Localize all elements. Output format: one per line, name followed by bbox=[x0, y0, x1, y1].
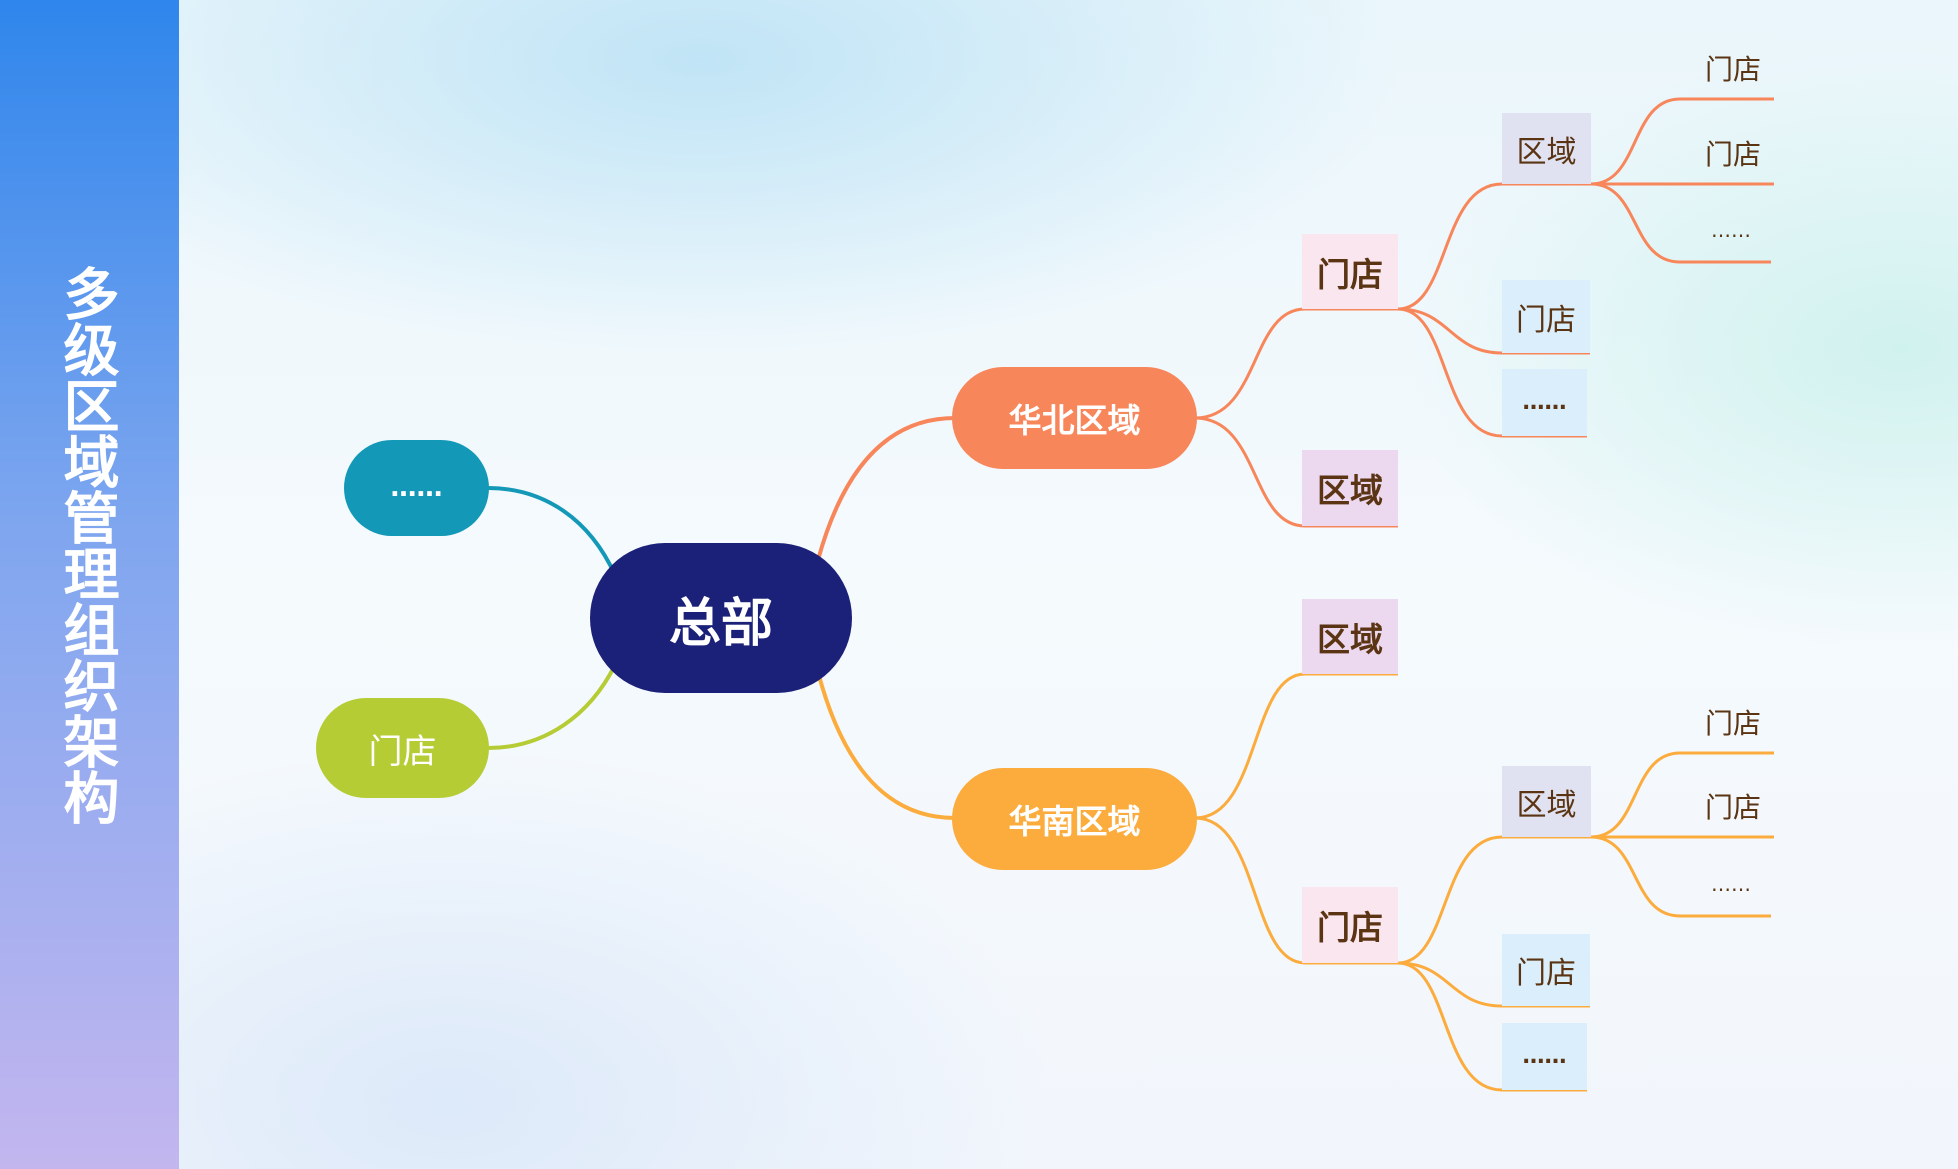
north-region-node[interactable]: 华北区域 bbox=[952, 367, 1197, 469]
connector-north-store bbox=[1194, 307, 1398, 420]
connector-south-leaf-3 bbox=[1590, 835, 1771, 918]
south-region-box-label: 区域 bbox=[1317, 619, 1383, 659]
connector-root-north bbox=[816, 416, 956, 561]
north-store-box-label: 门店 bbox=[1317, 254, 1383, 294]
north-store-box[interactable]: 门店 bbox=[1302, 234, 1398, 309]
connector-south-store-store bbox=[1397, 961, 1590, 1008]
connector-root-left-bottom bbox=[487, 664, 617, 750]
north-leaf-1[interactable]: 门店 bbox=[1704, 53, 1761, 86]
connector-south-store-region bbox=[1397, 835, 1591, 965]
south-sub-more-box[interactable]: …… bbox=[1502, 1023, 1587, 1090]
root-node-label: 总部 bbox=[668, 593, 773, 654]
north-region-box[interactable]: 区域 bbox=[1302, 450, 1398, 526]
north-sub-more-box-label: …… bbox=[1522, 390, 1567, 415]
sidebar-title: 多级区域管理组织架构 bbox=[54, 265, 119, 825]
south-region-node-label: 华南区域 bbox=[1008, 802, 1141, 841]
north-leaf-2[interactable]: 门店 bbox=[1704, 138, 1761, 171]
connector-south-leaf-1 bbox=[1590, 751, 1774, 839]
south-store-box-label: 门店 bbox=[1317, 908, 1383, 947]
south-region-box[interactable]: 区域 bbox=[1302, 599, 1398, 674]
south-leaf-1[interactable]: 门店 bbox=[1704, 707, 1761, 740]
north-sub-region-box-label: 区域 bbox=[1516, 134, 1577, 170]
connector-north-store-more bbox=[1397, 307, 1587, 438]
south-store-box[interactable]: 门店 bbox=[1302, 887, 1398, 963]
left-top-node[interactable]: …… bbox=[344, 440, 489, 536]
connector-north-region bbox=[1194, 416, 1398, 528]
connector-root-south bbox=[816, 671, 956, 820]
left-bottom-node-label: 门店 bbox=[368, 731, 437, 772]
south-sub-more-box-label: …… bbox=[1522, 1044, 1567, 1069]
connector-south-store-more bbox=[1397, 961, 1587, 1092]
north-sub-region-box[interactable]: 区域 bbox=[1502, 113, 1591, 184]
connector-south-region bbox=[1194, 672, 1398, 820]
south-region-node[interactable]: 华南区域 bbox=[952, 768, 1197, 870]
north-leaf-3[interactable]: …… bbox=[1711, 218, 1751, 242]
connector-root-left-top bbox=[487, 486, 617, 576]
connector-north-store-region bbox=[1397, 182, 1591, 311]
root-node[interactable]: 总部 bbox=[590, 543, 852, 693]
north-sub-store-box[interactable]: 门店 bbox=[1502, 280, 1590, 353]
south-leaf-2[interactable]: 门店 bbox=[1704, 791, 1761, 824]
south-sub-region-box[interactable]: 区域 bbox=[1502, 766, 1591, 837]
connector-north-leaf-1 bbox=[1590, 97, 1774, 186]
left-bottom-node[interactable]: 门店 bbox=[316, 698, 489, 798]
north-region-box-label: 区域 bbox=[1317, 471, 1383, 510]
south-sub-region-box-label: 区域 bbox=[1516, 787, 1577, 823]
north-sub-store-box-label: 门店 bbox=[1516, 302, 1576, 338]
south-sub-store-box-label: 门店 bbox=[1516, 956, 1576, 991]
north-sub-more-box[interactable]: …… bbox=[1502, 369, 1587, 436]
sidebar-title-wrap: 多级区域管理组织架构 bbox=[0, 265, 172, 825]
connector-north-leaf-3 bbox=[1590, 182, 1771, 264]
connector-south-store bbox=[1194, 816, 1398, 965]
north-region-node-label: 华北区域 bbox=[1008, 401, 1141, 440]
connector-north-store-store bbox=[1397, 307, 1590, 355]
south-leaf-3[interactable]: …… bbox=[1711, 872, 1751, 896]
sidebar-banner: 多级区域管理组织架构 bbox=[0, 0, 179, 1169]
south-sub-store-box[interactable]: 门店 bbox=[1502, 934, 1590, 1006]
left-top-node-label: …… bbox=[390, 473, 443, 503]
